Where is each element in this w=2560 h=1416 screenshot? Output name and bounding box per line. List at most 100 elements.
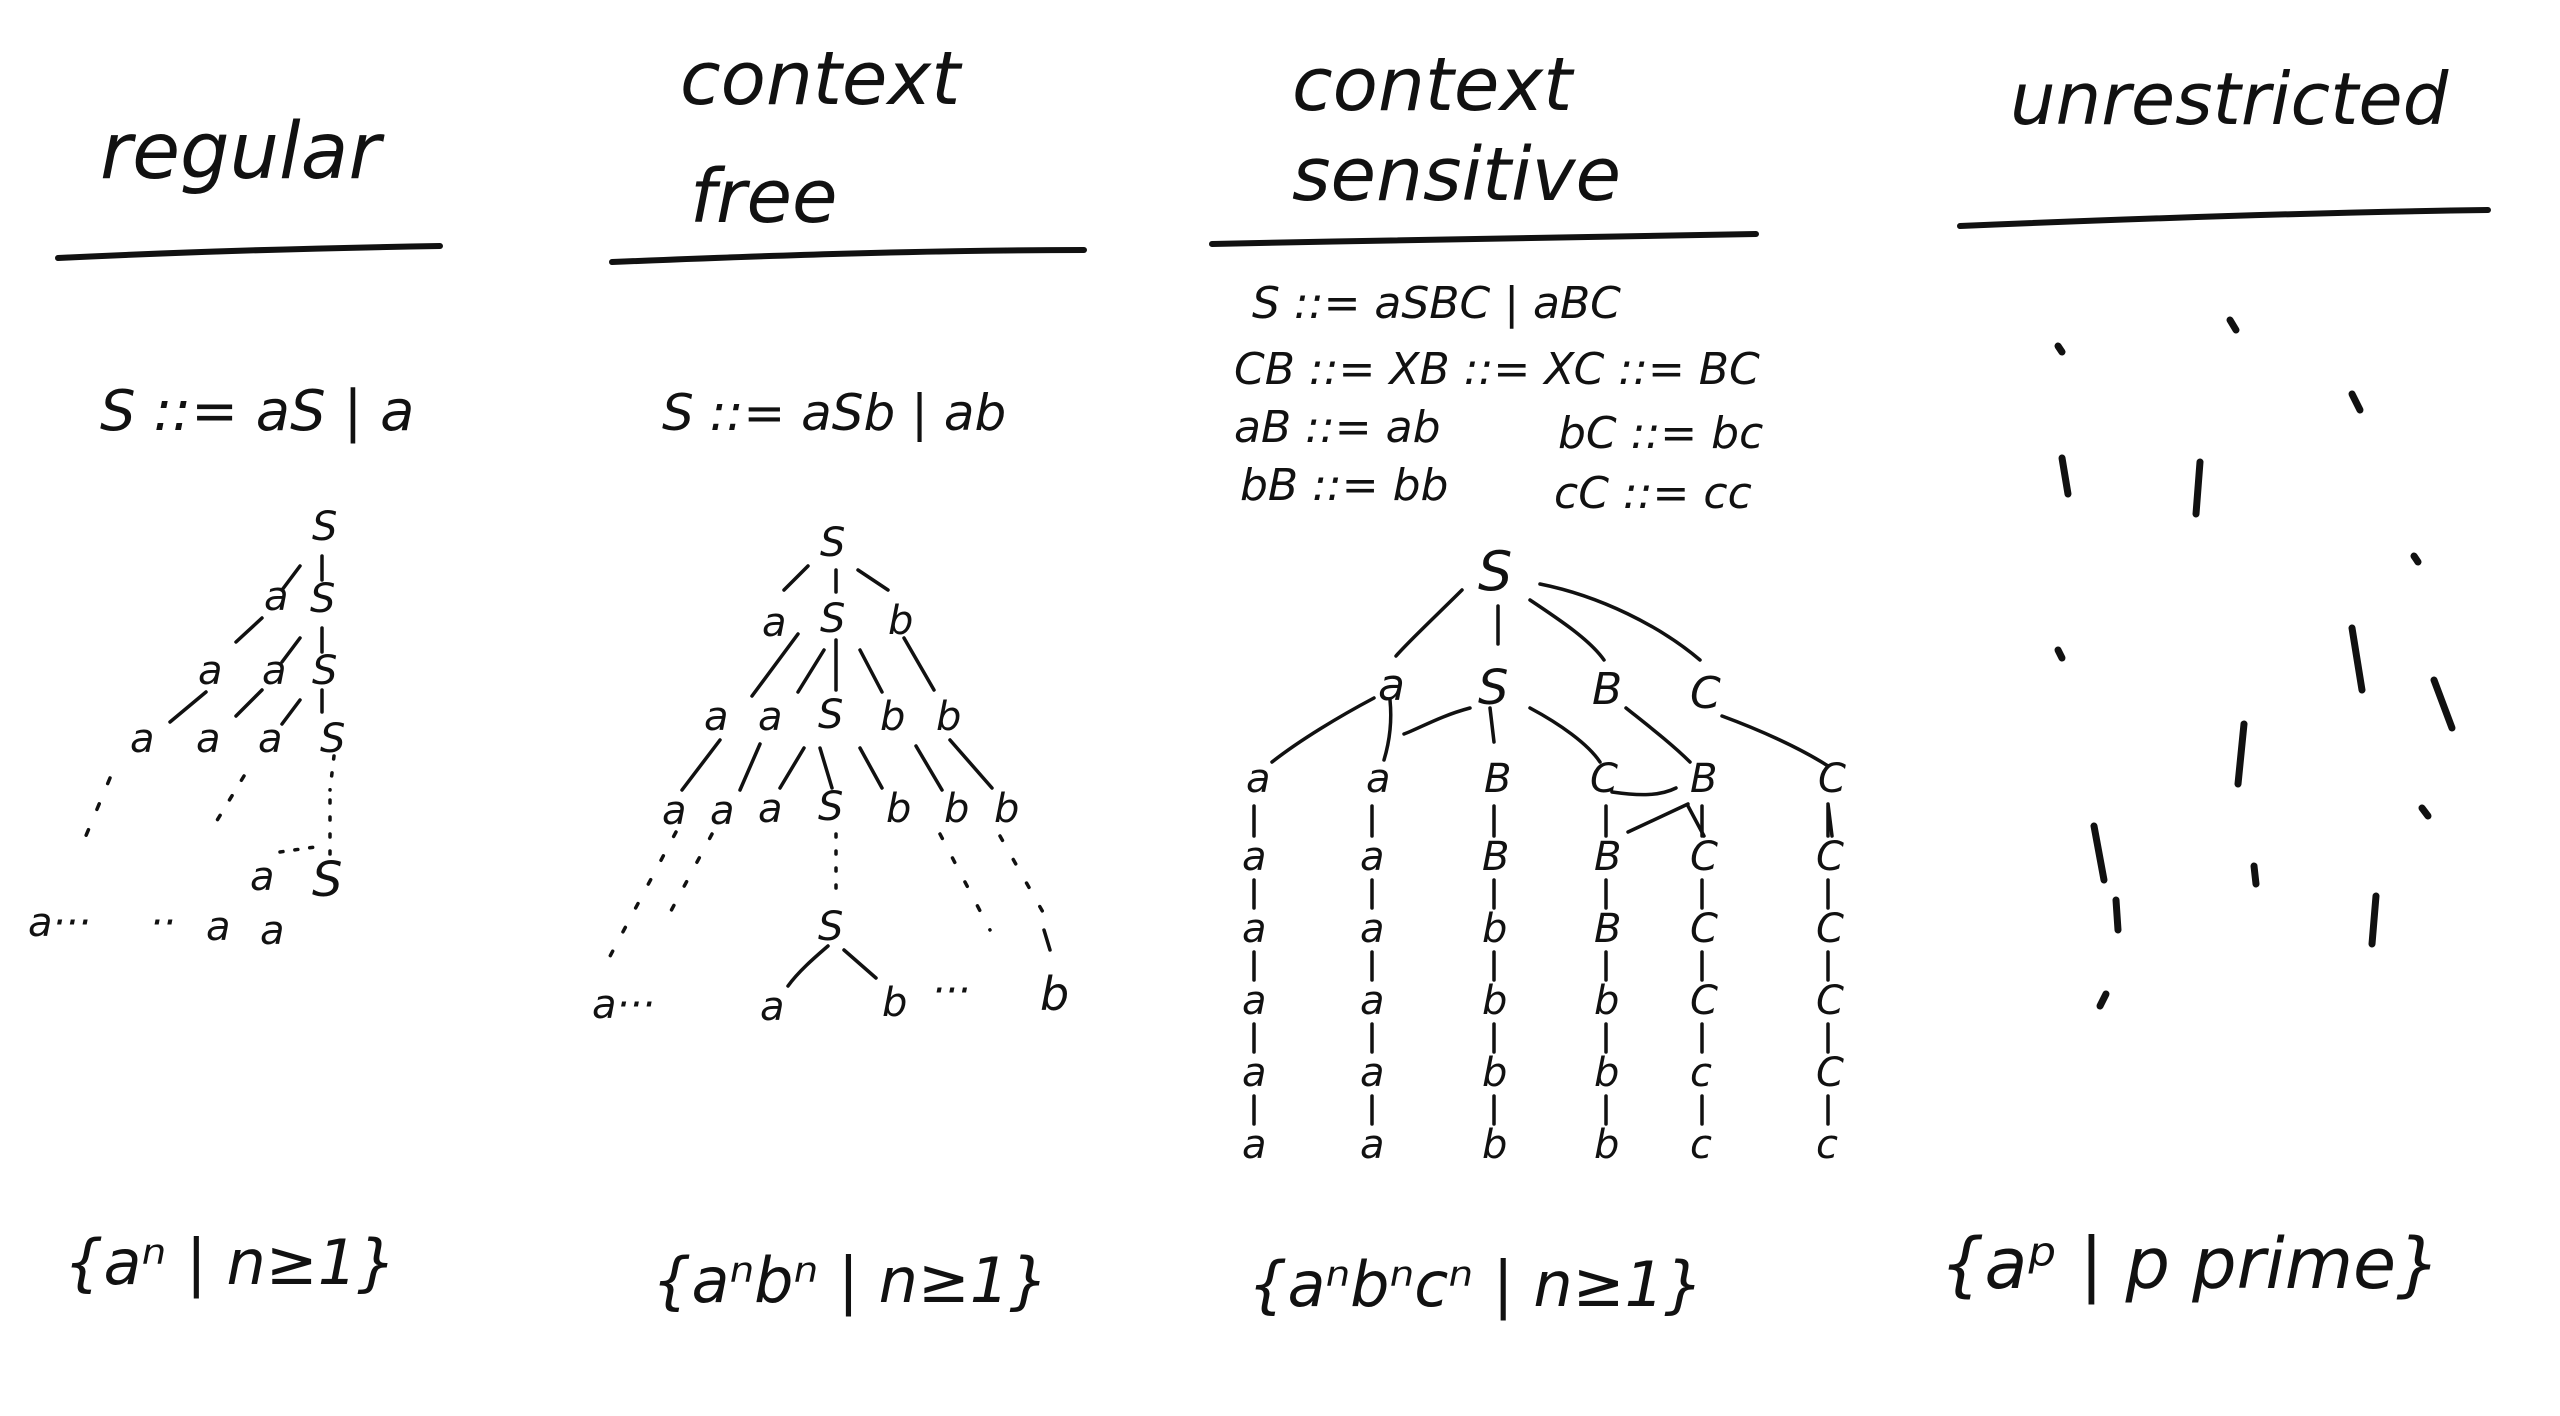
tree-node: a [206, 904, 231, 950]
language-context-free: {aⁿbⁿ | n≥1} [652, 1244, 1049, 1318]
tree-node: a [1242, 906, 1267, 952]
tree-node: a [762, 600, 787, 646]
tree-node: b [1482, 1050, 1507, 1096]
tree-node: a [250, 854, 275, 900]
rule-ab: aB ::= ab [1234, 402, 1441, 453]
tree-node: a [1360, 906, 1385, 952]
tree-node: b [882, 980, 907, 1026]
tree-node: a [760, 984, 785, 1030]
tree-node: b [1594, 978, 1619, 1024]
column-context-sensitive: context sensitive S ::= aSBC | aBC CB ::… [1209, 42, 1846, 1322]
title-context-sensitive-line1: context [1292, 42, 1575, 128]
tree-node: a [1360, 834, 1385, 880]
title-underline-regular [55, 243, 443, 261]
tree-edges-regular [78, 554, 336, 862]
derivation-tree-context-sensitive: S a S B C a a B C B C aaaaaaaaaaBbbbbBBb… [1242, 540, 1846, 1168]
title-regular: regular [100, 107, 385, 197]
tree-node: ··· [932, 968, 970, 1014]
tree-node: C [1816, 1050, 1844, 1096]
tree-node: B [1484, 756, 1511, 802]
tree-node: a [1242, 1122, 1267, 1168]
tree-node: a [1360, 1050, 1385, 1096]
tree-node: B [1594, 834, 1621, 880]
tree-node: B [1690, 756, 1717, 802]
column-unrestricted: unrestricted {aᵖ | p prime} [1940, 57, 2491, 1305]
tree-node: a [260, 908, 285, 954]
title-underline-unrestricted [1957, 207, 2491, 229]
scattered-marks-unrestricted [2054, 316, 2456, 1010]
tree-node: a [198, 648, 223, 694]
tree-node: a [710, 788, 735, 834]
tree-node: a [1246, 756, 1271, 802]
rule-context-free: S ::= aSb | ab [662, 384, 1006, 442]
tree-node: C [1590, 756, 1618, 802]
tree-node: C [1816, 834, 1844, 880]
rule-swap: CB ::= XB ::= XC ::= BC [1234, 344, 1760, 395]
tree-edges-context-sensitive [1270, 582, 1834, 838]
tree-node: b [1482, 906, 1507, 952]
tree-node: C [1690, 834, 1718, 880]
tree-edges-context-free [606, 564, 1052, 988]
column-regular: regular S ::= aS | a S [28, 107, 443, 1300]
tree-node: ·· [150, 900, 175, 946]
language-regular: {aⁿ | n≥1} [64, 1226, 397, 1300]
title-unrestricted: unrestricted [2010, 57, 2450, 141]
tree-node: a [1242, 978, 1267, 1024]
tree-top-context-sensitive: S a S B C [1378, 540, 1721, 719]
tree-node: a··· [592, 982, 655, 1028]
rule-bc: bC ::= bc [1558, 408, 1763, 459]
tree-node: C [1690, 668, 1721, 719]
tree-node: c [1816, 1122, 1838, 1168]
tree-nodes-context-free: S a S b a a S b b a a a S b b b S a··· a… [592, 520, 1069, 1030]
tree-node: a [758, 694, 783, 740]
tree-node: a [662, 788, 687, 834]
tree-node: b [888, 598, 913, 644]
tree-node: a [1242, 834, 1267, 880]
language-unrestricted: {aᵖ | p prime} [1940, 1223, 2441, 1305]
tree-node: B [1594, 906, 1621, 952]
tree-node: b [1594, 1050, 1619, 1096]
title-underline-context-free [609, 247, 1087, 265]
tree-node: b [1482, 1122, 1507, 1168]
tree-node: B [1592, 664, 1622, 715]
rule-cc: cC ::= cc [1554, 468, 1752, 519]
tree-node: a [758, 786, 783, 832]
title-underline-context-sensitive [1209, 231, 1759, 247]
tree-node: a [258, 716, 283, 762]
tree-node: a [1242, 1050, 1267, 1096]
rule-bb: bB ::= bb [1240, 460, 1448, 511]
title-context-free-line2: free [690, 154, 838, 240]
tree-node: S [312, 504, 337, 550]
tree-node: C [1690, 978, 1718, 1024]
tree-node: C [1816, 978, 1844, 1024]
tree-node: S [310, 576, 335, 622]
tree-node: a [1360, 1122, 1385, 1168]
derivation-tree-context-free: S a S b a a S b b a a a S b b b S a··· a… [592, 520, 1069, 1030]
tree-node: a··· [28, 900, 91, 946]
tree-nodes-regular: S a S a a S a a a S a S a a a··· ·· [28, 504, 345, 954]
tree-node: S [312, 852, 342, 908]
tree-node: b [994, 786, 1019, 832]
title-context-free-line1: context [680, 36, 963, 122]
tree-row2-context-sensitive: a a B C B C [1246, 756, 1846, 802]
title-context-sensitive-line2: sensitive [1292, 132, 1621, 218]
tree-node: b [1594, 1122, 1619, 1168]
tree-node: c [1690, 1050, 1712, 1096]
tree-node: a [1360, 978, 1385, 1024]
tree-node: B [1482, 834, 1509, 880]
tree-node: S [818, 692, 843, 738]
tree-node: S [320, 716, 345, 762]
tree-node: S [1478, 540, 1512, 603]
tree-node: S [818, 784, 843, 830]
tree-node: S [820, 520, 845, 566]
tree-node: a [262, 648, 287, 694]
tree-node: S [1478, 660, 1508, 716]
tree-node: C [1816, 906, 1844, 952]
tree-node: a [130, 716, 155, 762]
tree-node: a [1378, 660, 1405, 711]
language-context-sensitive: {aⁿbⁿcⁿ | n≥1} [1248, 1248, 1704, 1322]
tree-node: S [820, 596, 845, 642]
tree-node: C [1690, 906, 1718, 952]
tree-node: a [1366, 756, 1391, 802]
